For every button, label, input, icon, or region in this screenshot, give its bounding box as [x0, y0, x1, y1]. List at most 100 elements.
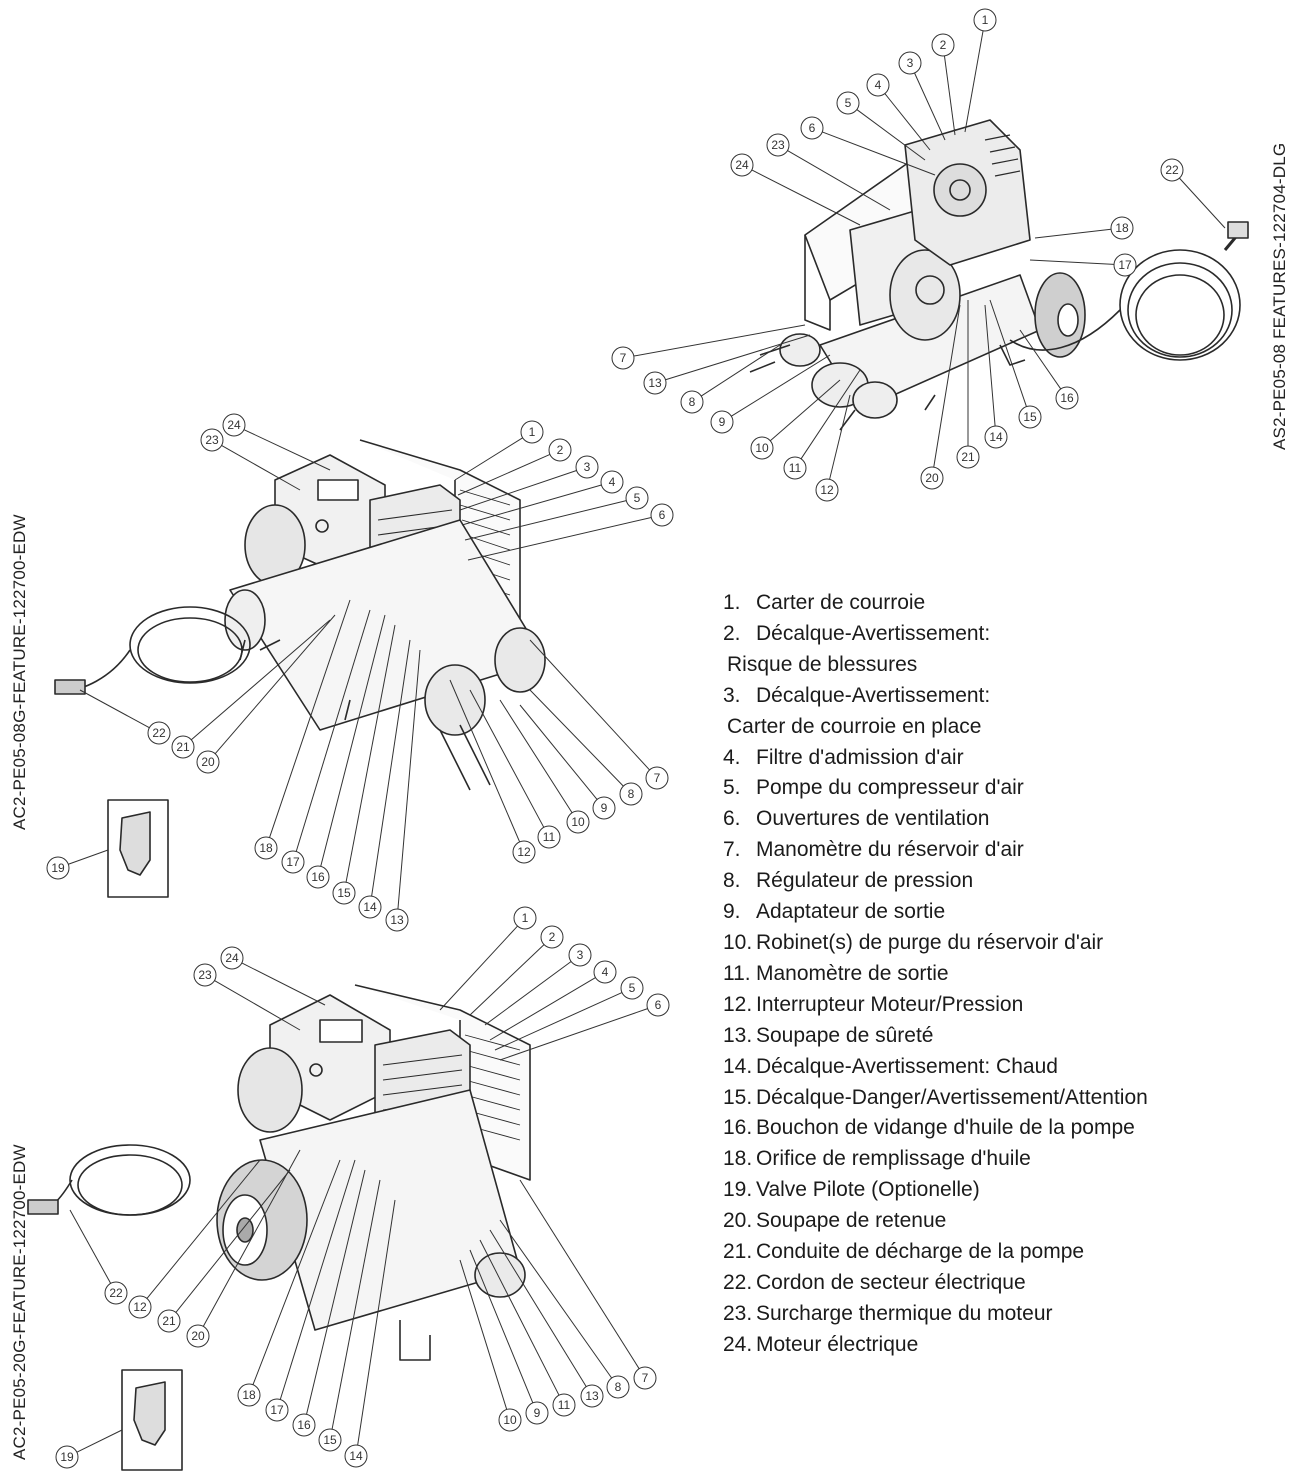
callout-bubble [643, 371, 667, 395]
callout-bottom: 8 [499, 1219, 630, 1399]
legend-number: 21. [723, 1240, 753, 1264]
legend-item: 24.Moteur électrique [723, 1330, 1148, 1361]
callout-number: 17 [286, 855, 300, 869]
callout-bubble [55, 1445, 79, 1469]
callout-bubble [920, 466, 944, 490]
leader-line [467, 516, 652, 561]
legend-item: 4.Filtre d'admission d'air [723, 743, 1148, 774]
callout-number: 6 [809, 121, 816, 135]
leader-line [69, 1209, 112, 1284]
callout-number: 19 [60, 1450, 74, 1464]
leader-line [933, 304, 961, 468]
callout-number: 5 [845, 96, 852, 110]
callout-number: 12 [133, 1300, 147, 1314]
leader-line [529, 689, 624, 787]
callout-number: 20 [191, 1329, 205, 1343]
legend-text: Carter de courroie en place [727, 714, 982, 738]
callout-number: 22 [1165, 163, 1179, 177]
callout-top: 20 [920, 304, 961, 490]
callout-bubble [1018, 405, 1042, 429]
callout-number: 1 [529, 425, 536, 439]
legend-text: Régulateur de pression [756, 869, 974, 893]
callout-number: 4 [875, 78, 882, 92]
callout-bubble [866, 73, 890, 97]
callout-bubble [548, 438, 572, 462]
callout-bottom: 12 [128, 1159, 261, 1319]
callout-number: 14 [989, 430, 1003, 444]
legend-number: 4. [723, 745, 741, 769]
legend-text: Soupape de retenue [756, 1209, 947, 1233]
legend-text: Décalque-Avertissement: [756, 621, 991, 645]
leader-line [469, 1249, 534, 1404]
legend-item: Risque de blessures [723, 650, 1148, 681]
callout-bubble [358, 895, 382, 919]
callout-number: 5 [629, 981, 636, 995]
leader-line [984, 304, 996, 427]
callout-number: 7 [642, 1371, 649, 1385]
legend-number: 20. [723, 1209, 753, 1233]
callout-bubble [318, 1428, 342, 1452]
legend-number: 22. [723, 1270, 753, 1294]
legend-text: Moteur électrique [756, 1332, 919, 1356]
leader-line [214, 980, 301, 1031]
callout-bubble [147, 721, 171, 745]
leader-line [787, 150, 891, 211]
callout-bubble [171, 735, 195, 759]
callout-bubble [265, 1398, 289, 1422]
callout-middle: 9 [519, 704, 616, 820]
callout-bubble [766, 133, 790, 157]
legend-number: 19. [723, 1178, 753, 1202]
legend-text: Bouchon de vidange d'huile de la pompe [756, 1116, 1135, 1140]
callout-bottom: 24 [220, 946, 326, 1006]
legend-number: 14. [723, 1054, 753, 1078]
side-label-bottom-unit: AC2-PE05-20G-FEATURE-122700-EDW [10, 1144, 29, 1460]
callout-middle: 7 [529, 639, 669, 790]
callout-bottom: 10 [459, 1259, 522, 1432]
legend-text: Ouvertures de ventilation [756, 807, 990, 831]
callout-number: 13 [648, 376, 662, 390]
callout-bubble [898, 51, 922, 75]
legend-text: Conduite de décharge de la pompe [756, 1240, 1085, 1264]
callout-number: 18 [259, 841, 273, 855]
callout-middle: 3 [459, 455, 599, 511]
callout-number: 7 [620, 351, 627, 365]
legend-number: 24. [723, 1332, 753, 1356]
leader-line [190, 619, 331, 741]
callout-top: 14 [984, 304, 1008, 449]
legend-item: 19.Valve Pilote (Optionelle) [723, 1175, 1148, 1206]
callout-middle: 20 [196, 614, 336, 774]
legend-number: 5. [723, 776, 741, 800]
leader-line [519, 1179, 640, 1369]
callout-bubble [611, 346, 635, 370]
callout-number: 23 [771, 138, 785, 152]
callout-bubble [46, 856, 70, 880]
callout-top: 5 [836, 91, 926, 161]
callout-middle: 23 [200, 428, 301, 491]
callout-number: 23 [205, 433, 219, 447]
leader-line [306, 1169, 366, 1415]
legend-item: 6.Ouvertures de ventilation [723, 804, 1148, 835]
callout-bottom: 16 [292, 1169, 366, 1437]
legend-text: Surcharge thermique du moteur [756, 1301, 1053, 1325]
callout-top: 23 [766, 133, 891, 211]
leader-line [700, 344, 781, 397]
leader-line [221, 444, 301, 491]
callout-top: 16 [1019, 329, 1079, 410]
callout-number: 18 [242, 1388, 256, 1402]
callout-bubble [646, 993, 670, 1017]
callout-bottom: 21 [157, 1169, 291, 1333]
callout-bubble [633, 1366, 657, 1390]
callout-bubble [200, 428, 224, 452]
callout-top: 15 [989, 299, 1042, 429]
callout-top: 22 [1160, 158, 1226, 229]
legend-item: 11.Manomètre de sortie [723, 959, 1148, 990]
callout-number: 21 [961, 450, 975, 464]
callout-bubble [680, 390, 704, 414]
callout-bubble [783, 456, 807, 480]
callout-bubble [973, 8, 997, 32]
callout-number: 11 [543, 830, 556, 844]
callout-middle: 10 [499, 699, 590, 834]
callout-number: 5 [634, 491, 641, 505]
callout-top: 1 [964, 8, 997, 133]
callout-middle: 17 [281, 609, 371, 874]
